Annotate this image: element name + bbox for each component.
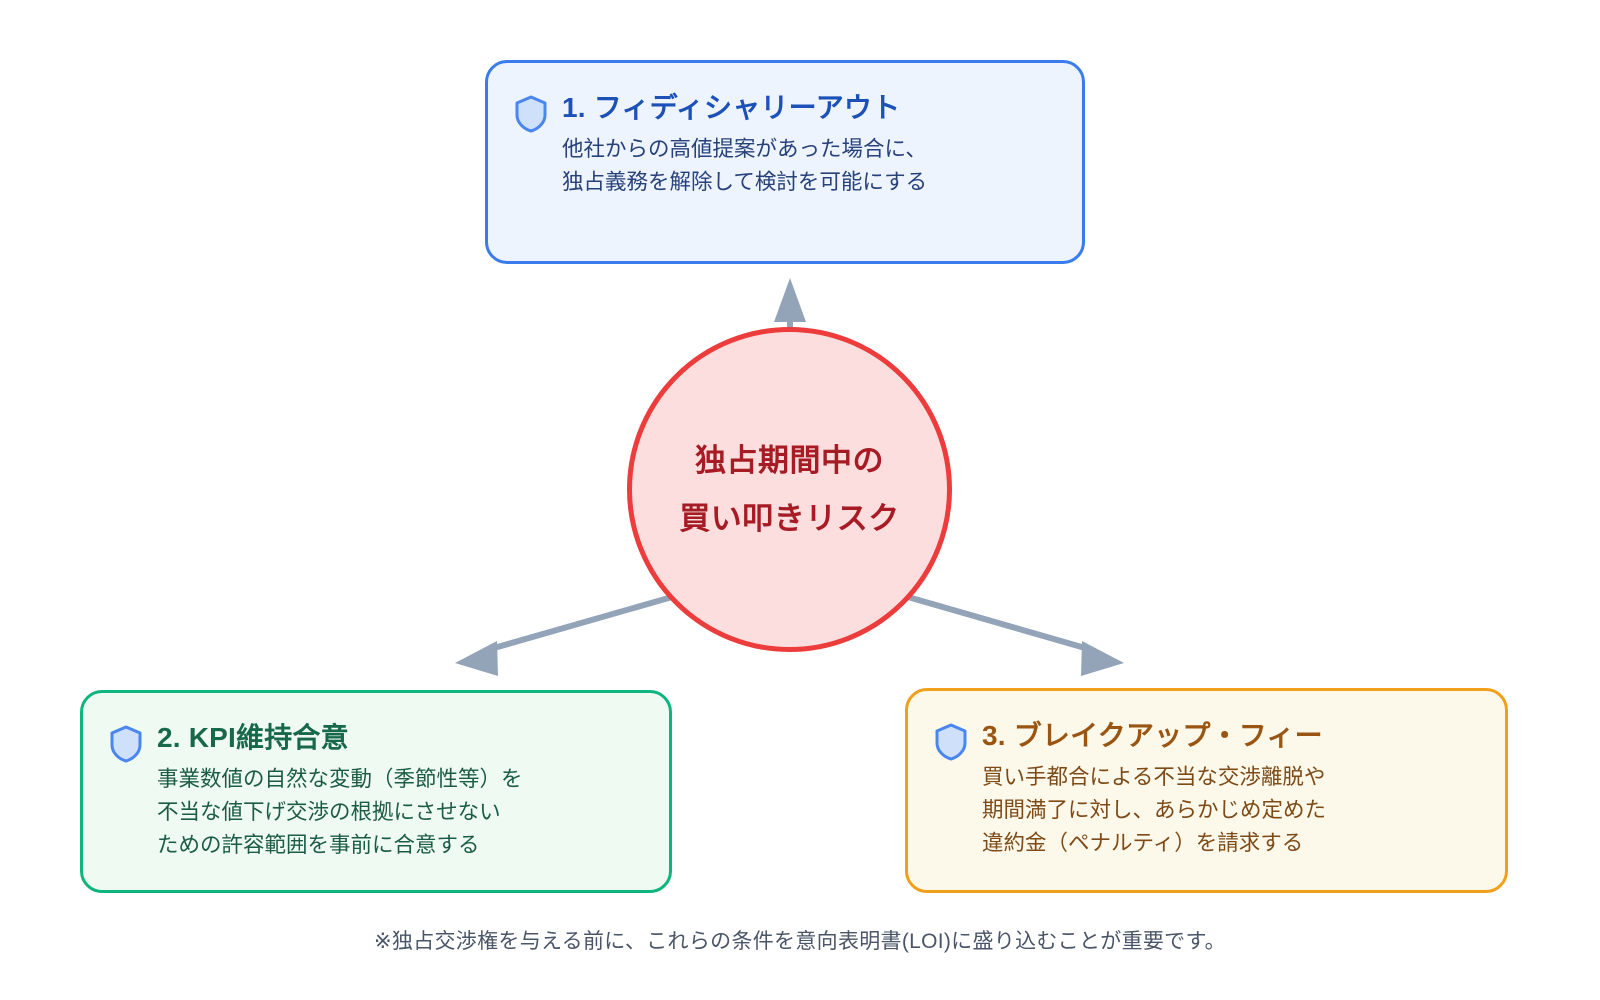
card-description: 買い手都合による不当な交渉離脱や 期間満了に対し、あらかじめ定めた 違約金（ペナ…: [982, 765, 1327, 855]
card-fiduciary-out[interactable]: 1. フィディシャリーアウト 他社からの高値提案があった場合に、 独占義務を解除…: [485, 60, 1085, 264]
card-kpi-maintenance-agreement[interactable]: 2. KPI維持合意 事業数値の自然な変動（季節性等）を 不当な値下げ交渉の根拠…: [80, 690, 672, 893]
card-body: 2. KPI維持合意 事業数値の自然な変動（季節性等）を 不当な値下げ交渉の根拠…: [157, 721, 639, 861]
card-title: 1. フィディシャリーアウト: [562, 92, 901, 123]
center-risk-label: 独占期間中の 買い叩きリスク: [679, 443, 900, 536]
shield-icon: [110, 725, 142, 763]
arrow-center-to-card-3: [907, 594, 1124, 676]
arrow-center-to-card-2: [455, 594, 673, 676]
shield-icon: [935, 723, 967, 761]
card-breakup-fee[interactable]: 3. ブレイクアップ・フィー 買い手都合による不当な交渉離脱や 期間満了に対し、…: [905, 688, 1508, 893]
card-description: 他社からの高値提案があった場合に、 独占義務を解除して検討を可能にする: [562, 137, 928, 194]
card-description: 事業数値の自然な変動（季節性等）を 不当な値下げ交渉の根拠にさせない ための許容…: [157, 767, 523, 857]
card-title: 2. KPI維持合意: [157, 722, 349, 753]
card-title: 3. ブレイクアップ・フィー: [982, 720, 1323, 751]
card-body: 1. フィディシャリーアウト 他社からの高値提案があった場合に、 独占義務を解除…: [562, 91, 1052, 199]
center-risk-node[interactable]: 独占期間中の 買い叩きリスク: [627, 327, 952, 652]
card-body: 3. ブレイクアップ・フィー 買い手都合による不当な交渉離脱や 期間満了に対し、…: [982, 719, 1475, 859]
shield-icon: [515, 95, 547, 133]
arrow-center-to-card-1: [774, 278, 806, 330]
footer-note: ※独占交渉権を与える前に、これらの条件を意向表明書(LOI)に盛り込むことが重要…: [374, 930, 1226, 953]
